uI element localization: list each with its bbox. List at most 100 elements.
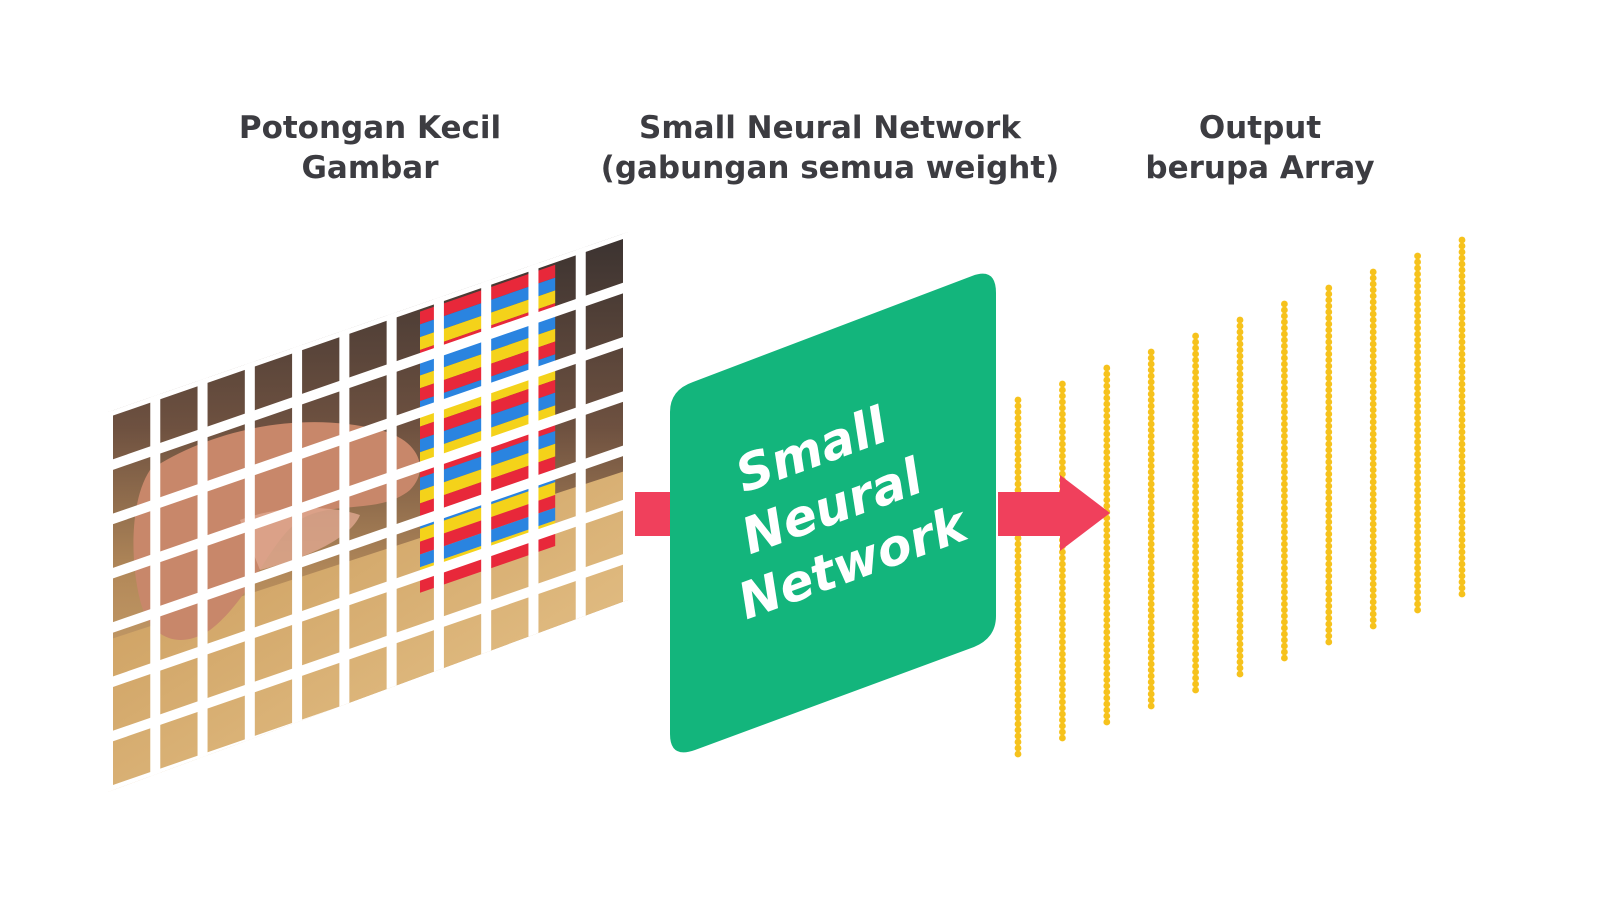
output-array-dot (1059, 458, 1066, 466)
output-array-dot (1103, 406, 1111, 414)
output-array-dot (1369, 388, 1377, 396)
output-array-dot (1014, 678, 1022, 686)
output-array-dot (1281, 420, 1288, 428)
output-array-dot (1281, 462, 1288, 470)
output-array-dot (1458, 464, 1466, 472)
output-array-dot (1014, 684, 1022, 692)
output-array-dot (1414, 540, 1421, 548)
heading-output-array-line-2: berupa Array (1145, 150, 1375, 186)
output-array-dot (1014, 636, 1022, 644)
output-array-dot (1414, 600, 1421, 608)
output-array-dot (1014, 750, 1022, 758)
output-array-dot (1192, 506, 1199, 514)
output-array-dot (1369, 520, 1377, 528)
output-array-dot (1014, 600, 1022, 608)
output-array-dot (1458, 290, 1466, 298)
output-array-dot (1281, 372, 1288, 380)
output-array-dot (1414, 294, 1421, 302)
patch-gap-horizontal (108, 326, 628, 535)
output-array-dot (1281, 498, 1288, 506)
output-array-dot (1236, 382, 1244, 390)
output-array-dot (1458, 452, 1466, 460)
output-array-dot (1369, 430, 1377, 438)
output-array-dot (1458, 584, 1466, 592)
output-array-dot (1281, 426, 1288, 434)
output-array-dot (1059, 668, 1066, 676)
output-array-dot (1103, 664, 1111, 672)
output-array-dot (1103, 670, 1111, 678)
output-array-dot (1281, 588, 1288, 596)
output-array-dot (1103, 496, 1111, 504)
output-array-dot (1147, 660, 1155, 668)
output-array-dot (1369, 412, 1377, 420)
output-array-dot (1414, 516, 1421, 524)
output-array-dot (1325, 560, 1333, 568)
output-array-dot (1192, 374, 1199, 382)
output-array-dot (1369, 478, 1377, 486)
output-array-dot (1103, 640, 1111, 648)
output-array-dot (1192, 542, 1199, 550)
output-array-dot (1236, 496, 1244, 504)
output-array-dot (1147, 564, 1155, 572)
output-array-dot (1014, 468, 1022, 476)
output-array-dot (1103, 646, 1111, 654)
output-array-dot (1281, 408, 1288, 416)
output-array-dot (1236, 520, 1244, 528)
output-array-dot (1325, 290, 1333, 298)
output-array-dot (1147, 372, 1155, 380)
output-array-dot (1147, 612, 1155, 620)
output-array-dot (1014, 672, 1022, 680)
output-array-dot (1192, 452, 1199, 460)
output-array-dot (1414, 282, 1421, 290)
output-array-dot (1458, 422, 1466, 430)
output-array-dot (1458, 344, 1466, 352)
output-array-dot (1281, 360, 1288, 368)
output-array-dot (1147, 492, 1155, 500)
output-array-dot (1147, 426, 1155, 434)
output-array-dot (1369, 268, 1377, 276)
output-array-dot (1014, 708, 1022, 716)
output-array-dot (1414, 372, 1421, 380)
output-array-dot (1014, 738, 1022, 746)
output-array-dot (1369, 496, 1377, 504)
output-array-dot (1281, 576, 1288, 584)
output-array-dot (1369, 466, 1377, 474)
arrow-out-of-network (998, 475, 1110, 551)
output-array-dot (1325, 614, 1333, 622)
output-array-dot (1281, 390, 1288, 398)
output-array-dot (1103, 370, 1111, 378)
output-array-dot (1281, 444, 1288, 452)
output-array-dot (1281, 450, 1288, 458)
output-array-dot (1281, 606, 1288, 614)
output-array-dot (1414, 408, 1421, 416)
heading-image-patches-line-1: Potongan Kecil (238, 110, 502, 146)
output-array-dot (1369, 508, 1377, 516)
output-array-dot (1147, 672, 1155, 680)
output-array-dot (1236, 406, 1244, 414)
output-array-dot (1147, 444, 1155, 452)
output-array-dot (1147, 528, 1155, 536)
output-array-dot (1014, 444, 1022, 452)
output-array-dot (1281, 330, 1288, 338)
output-array-dot (1458, 476, 1466, 484)
output-array-dot (1458, 530, 1466, 538)
output-array-dot (1236, 508, 1244, 516)
output-array-dot (1281, 552, 1288, 560)
output-array-dot (1281, 342, 1288, 350)
output-array-dot (1147, 438, 1155, 446)
output-array-dot (1369, 598, 1377, 606)
output-array-dot (1059, 686, 1066, 694)
output-array-dot (1369, 310, 1377, 318)
output-array-dot (1192, 548, 1199, 556)
output-array-dot (1458, 266, 1466, 274)
output-array-dot (1369, 574, 1377, 582)
output-array-dot (1369, 304, 1377, 312)
output-array-dot (1281, 348, 1288, 356)
output-array-dots (1014, 236, 1466, 758)
output-array-dot (1281, 654, 1288, 662)
output-array-dot (1369, 616, 1377, 624)
output-array-dot (1147, 636, 1155, 644)
output-array-dot (1236, 586, 1244, 594)
output-array-dot (1325, 344, 1333, 352)
